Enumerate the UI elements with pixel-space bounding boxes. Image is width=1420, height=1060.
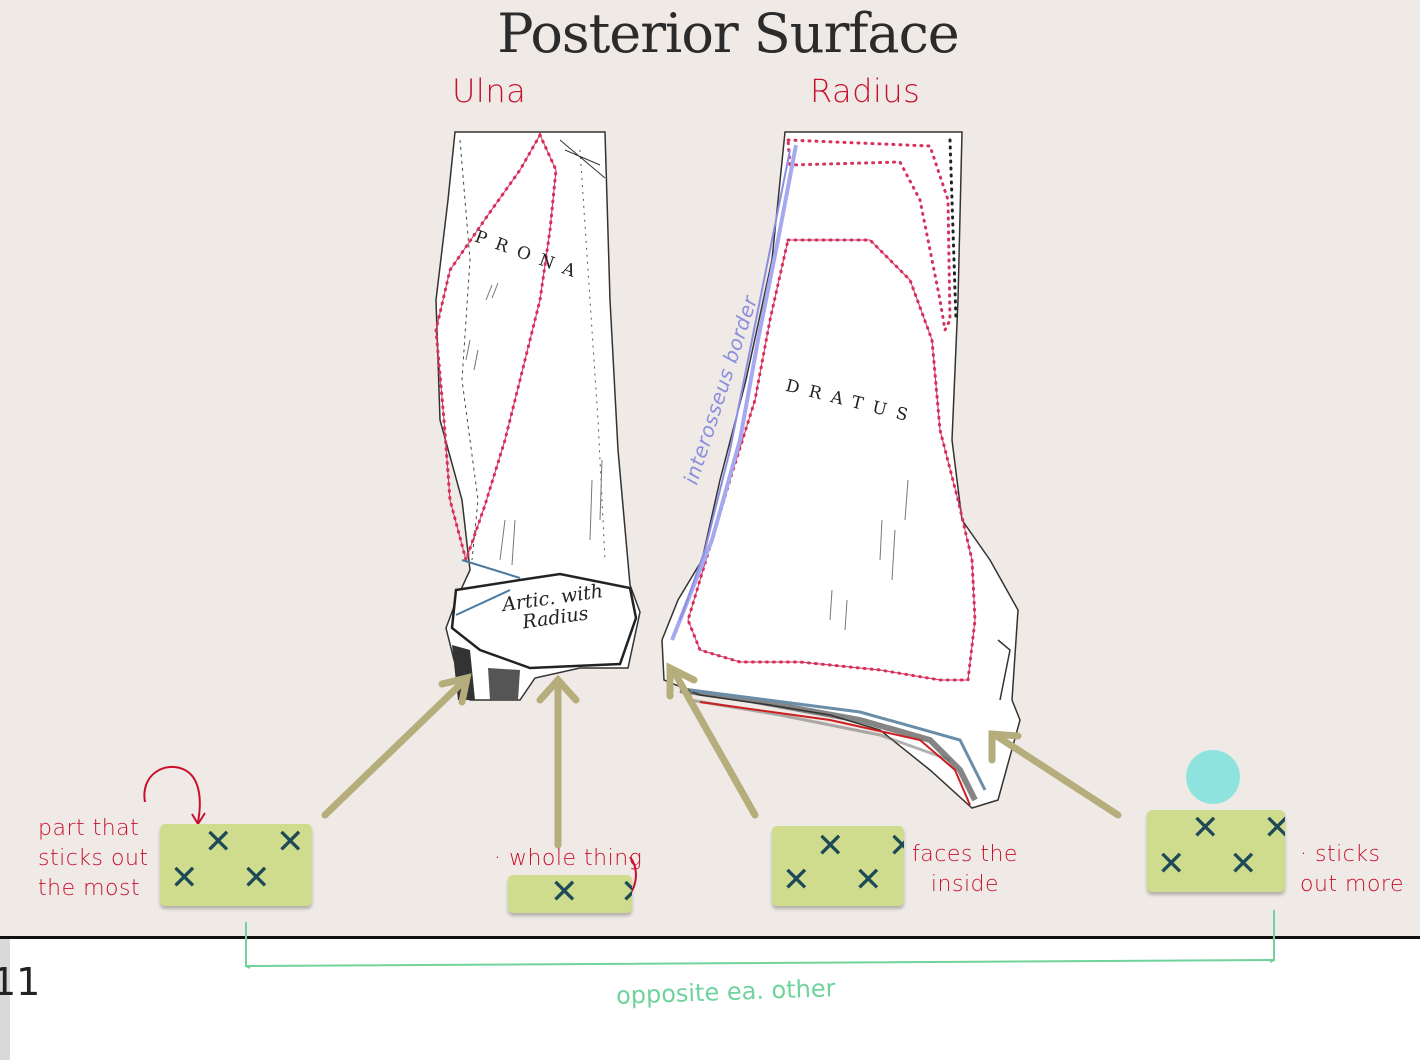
cross-mark-icon: ✕: [1263, 810, 1285, 848]
sticky-note-ulna-head[interactable]: ✕ ✕ ✕ ✕: [160, 824, 312, 906]
note-radius-styloid: · sticks out more: [1300, 842, 1405, 897]
sticky-note-radius-ulnar-notch[interactable]: ✕ ✕ ✕ ✕: [772, 826, 904, 906]
cross-mark-icon: ✕: [782, 860, 811, 900]
cross-mark-icon: ✕: [550, 875, 579, 912]
slide-border: [0, 936, 1420, 939]
cross-mark-icon: ✕: [1157, 844, 1186, 884]
bracket-note: opposite ea. other: [615, 974, 836, 1010]
bone-illustration: [143, 131, 1122, 897]
cross-mark-icon: ✕: [888, 826, 904, 866]
left-margin: [0, 939, 10, 1060]
ulna-label: Ulna: [452, 72, 527, 110]
cross-mark-icon: ✕: [620, 875, 632, 912]
highlight-dot: [1186, 750, 1240, 804]
radius-label: Radius: [810, 72, 921, 110]
page-number: 11: [0, 960, 41, 1004]
sticky-note-ulna-articular[interactable]: ✕ ✕: [508, 875, 632, 913]
cross-mark-icon: ✕: [1229, 844, 1258, 884]
slide-title: Posterior Surface: [497, 2, 960, 65]
cross-mark-icon: ✕: [1191, 810, 1220, 848]
note-radius-ulnar-notch: faces the inside: [912, 842, 1018, 897]
cross-mark-icon: ✕: [276, 824, 305, 862]
cross-mark-icon: ✕: [816, 826, 845, 866]
cross-mark-icon: ✕: [854, 860, 883, 900]
slide-canvas: Posterior Surface Ulna Radius PRONA DRAT…: [0, 0, 1420, 936]
cross-mark-icon: ✕: [204, 824, 233, 862]
cross-mark-icon: ✕: [170, 858, 199, 898]
note-ulna-head: part that sticks out the most: [38, 816, 149, 901]
sticky-note-radius-styloid[interactable]: ✕ ✕ ✕ ✕: [1147, 810, 1285, 892]
note-ulna-articular: · whole thing: [494, 846, 643, 871]
cross-mark-icon: ✕: [242, 858, 271, 898]
